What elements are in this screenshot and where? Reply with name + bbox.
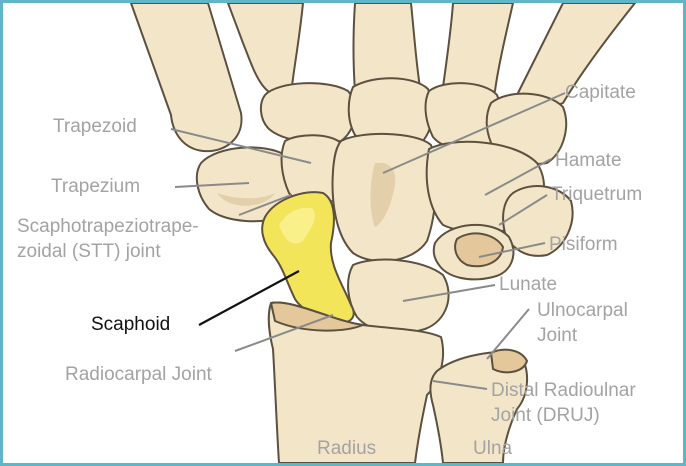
label-radius: Radius	[317, 437, 376, 460]
label-stt-line1: Scaphotrapeziotrape-	[17, 215, 199, 238]
label-druj-line1: Distal Radioulnar	[491, 379, 636, 402]
label-trapezoid: Trapezoid	[53, 115, 137, 138]
label-capitate: Capitate	[565, 81, 636, 104]
label-stt-line2: zoidal (STT) joint	[17, 240, 161, 263]
metacarpal-index	[228, 3, 303, 96]
metacarpal-thumb	[131, 3, 242, 151]
label-lunate: Lunate	[499, 273, 557, 296]
label-trapezium: Trapezium	[51, 175, 140, 198]
label-druj-line2: Joint (DRUJ)	[491, 404, 600, 427]
label-ulnocarpal-line2: Joint	[537, 324, 577, 347]
metacarpal-base-index	[261, 83, 355, 142]
label-hamate: Hamate	[555, 149, 622, 172]
label-triquetrum: Triquetrum	[551, 183, 642, 206]
label-pisiform: Pisiform	[549, 233, 618, 256]
metacarpal-ring	[443, 3, 513, 95]
label-scaphoid: Scaphoid	[91, 313, 170, 336]
label-ulna: Ulna	[473, 437, 512, 460]
label-ulnocarpal-line1: Ulnocarpal	[537, 299, 628, 322]
label-radiocarpal: Radiocarpal Joint	[65, 363, 212, 386]
